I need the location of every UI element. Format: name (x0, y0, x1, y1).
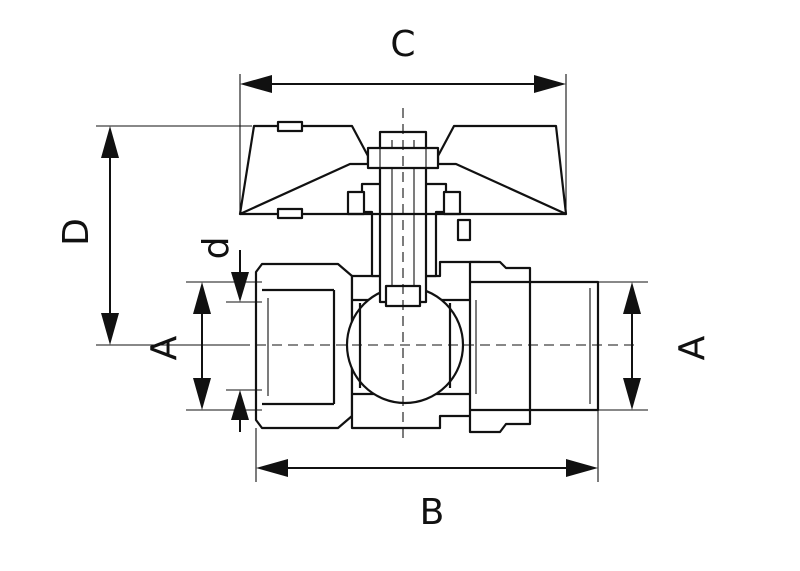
butterfly-handle (238, 120, 568, 220)
dimension-a-right: A (598, 281, 713, 411)
label-b: B (420, 492, 445, 533)
dimension-d: D (56, 125, 252, 346)
dimension-c: C (239, 24, 567, 212)
label-d-lower: d (196, 237, 237, 260)
label-a-left: A (144, 335, 185, 360)
dimension-b: B (255, 410, 599, 533)
dimension-a-left: A (144, 281, 262, 411)
center-lines (240, 108, 640, 440)
dimension-d-small: d (196, 237, 262, 432)
label-d-upper: D (56, 218, 97, 246)
label-a-right: A (672, 335, 713, 360)
label-c: C (390, 24, 415, 65)
